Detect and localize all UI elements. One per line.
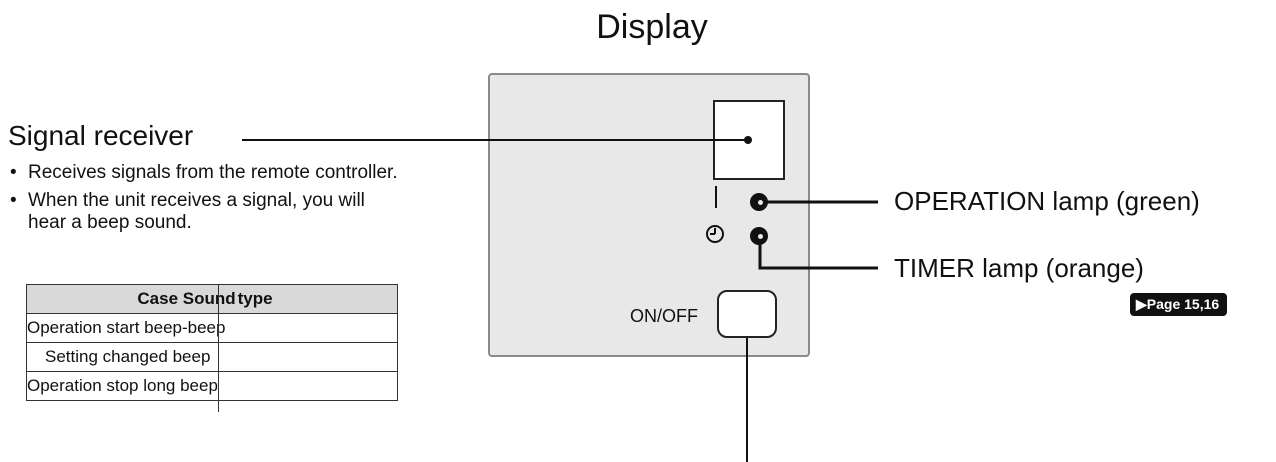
diagram-title: Display: [596, 8, 708, 46]
table-row: Operation stop long beep: [26, 371, 398, 401]
onoff-button[interactable]: [717, 290, 777, 338]
signal-receiver-bullets: Receives signals from the remote control…: [8, 162, 408, 240]
onoff-label: ON/OFF: [630, 306, 698, 326]
table-row: Setting changed beep: [26, 342, 398, 372]
table-header-right: type: [237, 289, 273, 308]
table-column-divider: [218, 284, 219, 412]
row-2-right: g beep: [165, 376, 218, 395]
operation-lamp: [750, 193, 768, 211]
timer-lamp: [750, 227, 768, 245]
row-2-left: Operation stop lon: [27, 376, 166, 395]
table-header-left: Case Sound: [137, 289, 236, 308]
bullet-receives-signals: Receives signals from the remote control…: [8, 162, 408, 184]
timer-lamp-label: TIMER lamp (orange): [894, 253, 1144, 283]
page-reference-text: Page 15,16: [1146, 296, 1220, 312]
operation-lamp-label: OPERATION lamp (green): [894, 186, 1200, 216]
clock-icon: [706, 225, 724, 243]
signal-receiver-title: Signal receiver: [8, 120, 194, 151]
row-0-left: Operation start be: [27, 318, 164, 337]
play-icon: ▶: [1136, 296, 1147, 312]
row-0-right: ep-beep: [163, 318, 226, 337]
page-reference-badge[interactable]: ▶Page 15,16: [1130, 293, 1228, 316]
row-1-left: Setting changed be: [45, 347, 192, 366]
row-1-right: ep: [191, 347, 211, 366]
bullet-beep-sound: When the unit receives a signal, you wil…: [8, 190, 408, 234]
